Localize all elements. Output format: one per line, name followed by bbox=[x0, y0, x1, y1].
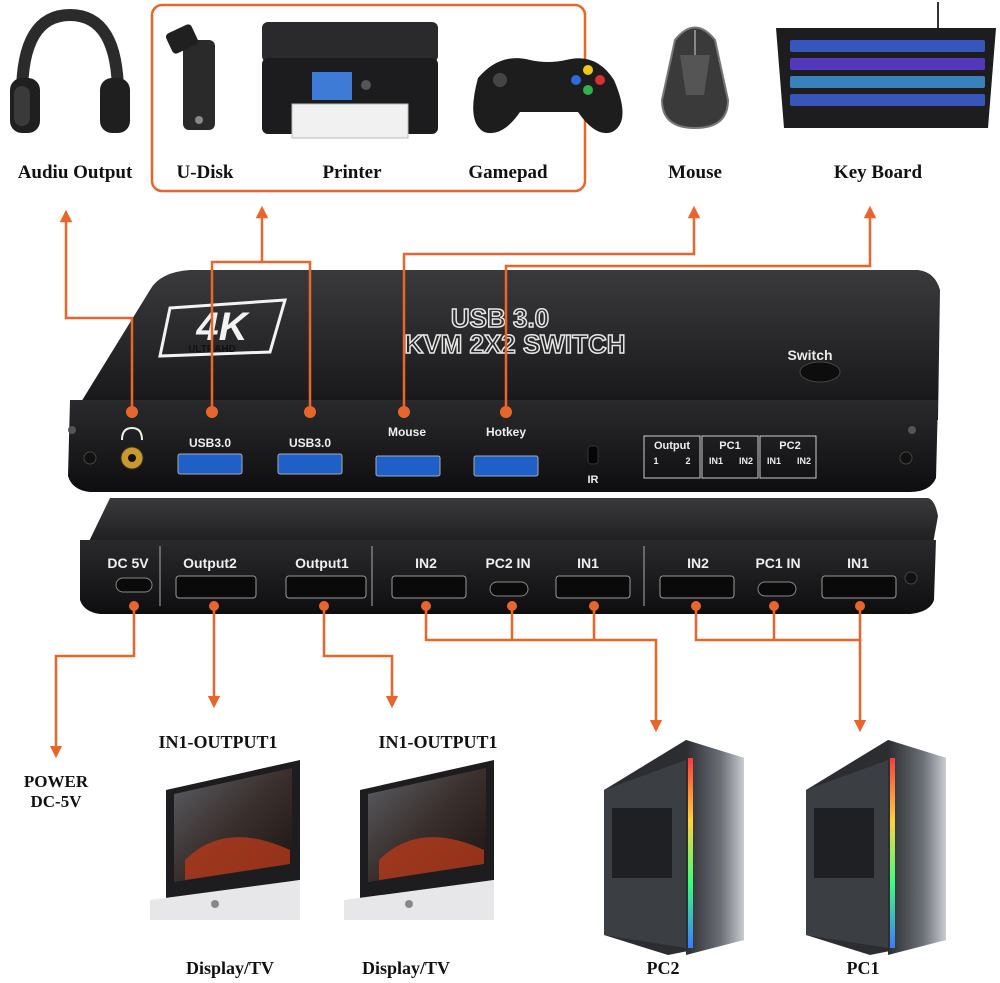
pc1-in2-label: IN2 bbox=[687, 555, 709, 571]
screw-icon bbox=[83, 451, 97, 465]
pc1-usb-port[interactable] bbox=[757, 581, 797, 597]
label-printer: Printer bbox=[322, 162, 382, 183]
hotkey-port-label: Hotkey bbox=[486, 425, 526, 439]
screw-icon bbox=[908, 426, 916, 434]
led-output-1: 1 bbox=[653, 456, 658, 466]
output2-label: Output2 bbox=[183, 555, 237, 571]
display-tv-icon bbox=[344, 760, 494, 920]
usb-port-1[interactable] bbox=[177, 453, 243, 475]
label-keyboard: Key Board bbox=[833, 162, 923, 183]
led-panel bbox=[643, 435, 817, 479]
device-title-line2: KVM 2X2 SWITCH bbox=[404, 329, 625, 359]
led-pc1-in2: IN2 bbox=[739, 456, 753, 466]
label-gamepad: Gamepad bbox=[468, 162, 548, 183]
led-pc2-in2: IN2 bbox=[797, 456, 811, 466]
screw-icon bbox=[68, 426, 76, 434]
label-display-1: Display/TV bbox=[185, 958, 275, 978]
pc1-in-label: PC1 IN bbox=[755, 555, 800, 571]
device-title-line1: USB 3.0 bbox=[451, 303, 549, 333]
printer-icon bbox=[262, 22, 438, 139]
switch-label: Switch bbox=[787, 347, 832, 363]
pc1-in1-port[interactable] bbox=[821, 575, 897, 599]
label-audio-output: Audiu Output bbox=[17, 162, 133, 183]
usb-port-label: USB3.0 bbox=[189, 436, 231, 450]
connection-dots bbox=[126, 406, 865, 611]
label-power: POWER bbox=[23, 772, 89, 791]
connection-lines bbox=[49, 205, 877, 759]
led-pc1-label: PC1 bbox=[719, 440, 740, 452]
led-output-2: 2 bbox=[685, 456, 690, 466]
led-output-label: Output bbox=[654, 440, 690, 452]
output1-port[interactable] bbox=[285, 575, 367, 599]
pc1-in2-port[interactable] bbox=[659, 575, 735, 599]
led-pc2-in1: IN1 bbox=[767, 456, 781, 466]
label-mouse: Mouse bbox=[668, 162, 722, 183]
mouse-port[interactable] bbox=[375, 455, 441, 477]
mouse-icon bbox=[660, 26, 730, 130]
pc2-in1-label: IN1 bbox=[577, 555, 599, 571]
usb-port-label: USB3.0 bbox=[289, 436, 331, 450]
hotkey-port[interactable] bbox=[473, 455, 539, 477]
switch-button[interactable] bbox=[799, 361, 841, 383]
headphones-icon bbox=[10, 8, 130, 133]
pc2-in1-port[interactable] bbox=[555, 575, 631, 599]
display1-caption: IN1-OUTPUT1 bbox=[158, 732, 278, 752]
label-display-2: Display/TV bbox=[361, 958, 451, 978]
keyboard-icon bbox=[776, 2, 996, 128]
display-tv-icon bbox=[150, 760, 300, 920]
output1-label: Output1 bbox=[295, 555, 349, 571]
led-pc1-in1: IN1 bbox=[709, 456, 723, 466]
pc1-in1-label: IN1 bbox=[847, 555, 869, 571]
4k-badge: 4K bbox=[158, 298, 288, 358]
pc2-in2-label: IN2 bbox=[415, 555, 437, 571]
screw-icon bbox=[899, 451, 913, 465]
label-pc1: PC1 bbox=[846, 958, 880, 978]
ir-sensor bbox=[587, 445, 599, 465]
pc-tower-icon bbox=[604, 740, 744, 955]
dc-port[interactable] bbox=[115, 577, 153, 593]
display2-caption: IN1-OUTPUT1 bbox=[378, 732, 498, 752]
ir-label: IR bbox=[588, 474, 599, 486]
led-pc2-label: PC2 bbox=[779, 440, 800, 452]
mouse-port-label: Mouse bbox=[388, 425, 426, 439]
usb-drive-icon bbox=[165, 24, 215, 130]
label-udisk: U-Disk bbox=[176, 162, 234, 183]
gamepad-icon bbox=[473, 58, 623, 134]
pc-tower-icon bbox=[806, 740, 946, 955]
pc2-usb-port[interactable] bbox=[489, 581, 529, 597]
pc2-in-label: PC2 IN bbox=[485, 555, 530, 571]
badge-main: 4K bbox=[195, 305, 250, 349]
pc2-in2-port[interactable] bbox=[391, 575, 467, 599]
usb-port-2[interactable] bbox=[277, 453, 343, 475]
output2-port[interactable] bbox=[175, 575, 257, 599]
headphone-glyph-icon bbox=[121, 426, 143, 441]
label-power-dc: DC-5V bbox=[30, 792, 82, 811]
dc-port-label: DC 5V bbox=[107, 555, 149, 571]
label-pc2: PC2 bbox=[646, 958, 680, 978]
